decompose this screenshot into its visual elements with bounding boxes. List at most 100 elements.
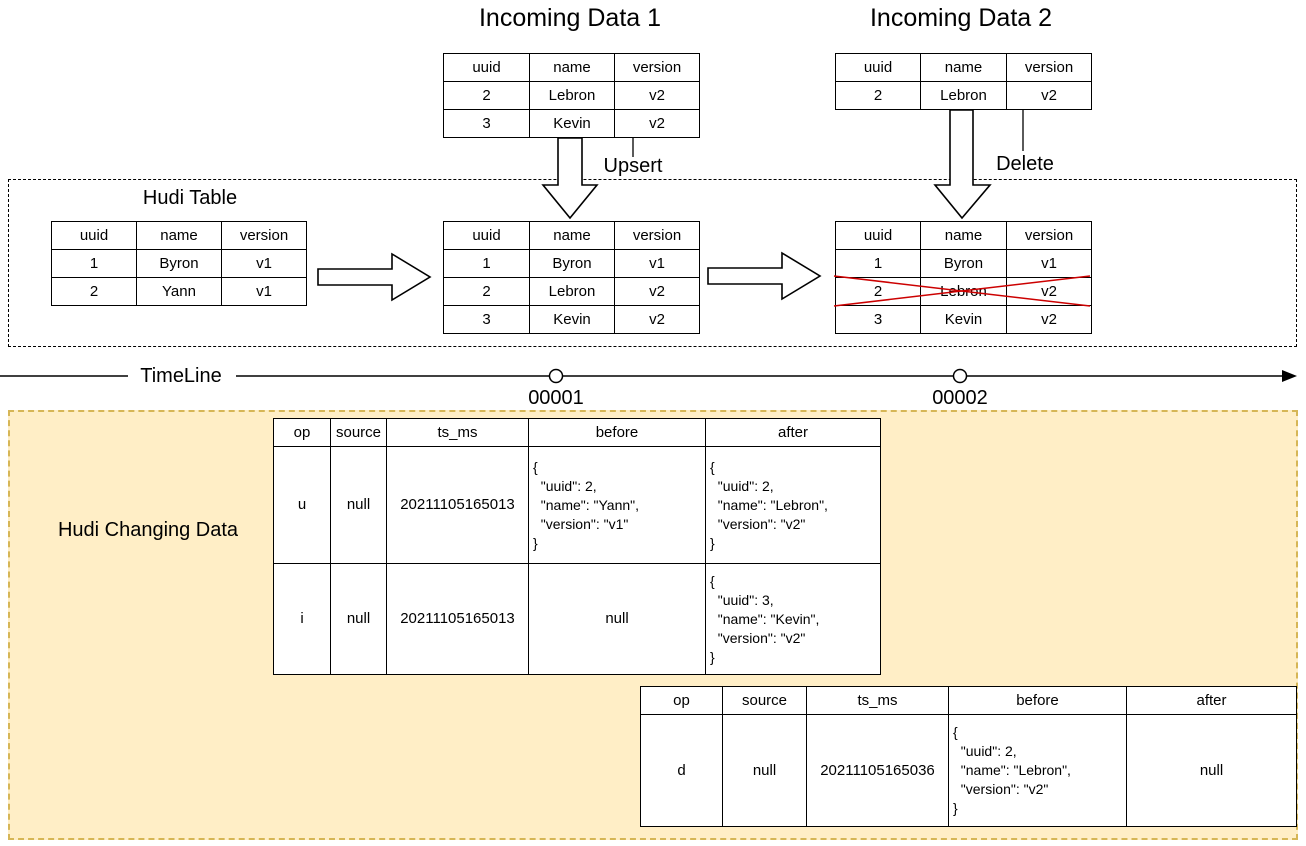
cell: Kevin bbox=[529, 305, 615, 334]
cell: 3 bbox=[443, 109, 530, 138]
cell: Kevin bbox=[920, 305, 1007, 334]
cell: { "uuid": 2, "name": "Yann", "version": … bbox=[528, 446, 706, 564]
header-cell: ts_ms bbox=[806, 686, 949, 715]
upsert-label: Upsert bbox=[603, 155, 663, 177]
cell: Byron bbox=[920, 249, 1007, 278]
cell: v2 bbox=[614, 277, 700, 306]
cell: Lebron bbox=[920, 277, 1007, 306]
header-cell: source bbox=[330, 418, 387, 447]
commit-marker-00001 bbox=[548, 368, 564, 384]
cell: Lebron bbox=[529, 277, 615, 306]
header-cell: op bbox=[640, 686, 723, 715]
delete-label: Delete bbox=[996, 153, 1054, 175]
cell: u bbox=[273, 446, 331, 564]
header-cell: after bbox=[1126, 686, 1297, 715]
commit-id-00001: 00001 bbox=[528, 387, 584, 409]
header-cell: version bbox=[614, 53, 700, 82]
cell: 2 bbox=[51, 277, 137, 306]
commit-id-00002: 00002 bbox=[932, 387, 988, 409]
cell: v2 bbox=[614, 109, 700, 138]
header-cell: version bbox=[221, 221, 307, 250]
cell: 20211105165013 bbox=[386, 446, 529, 564]
incoming-data-2-title: Incoming Data 2 bbox=[869, 4, 1053, 32]
cell: null bbox=[722, 714, 807, 827]
cell: v2 bbox=[1006, 305, 1092, 334]
hudi-table-dashed-box bbox=[8, 179, 1297, 347]
header-cell: source bbox=[722, 686, 807, 715]
cell: 2 bbox=[443, 277, 530, 306]
incoming-data-1-title: Incoming Data 1 bbox=[478, 4, 662, 32]
timeline-arrowhead-icon bbox=[1282, 370, 1297, 382]
cell: v2 bbox=[1006, 81, 1092, 110]
cell: null bbox=[528, 563, 706, 675]
cell: { "uuid": 2, "name": "Lebron", "version"… bbox=[705, 446, 881, 564]
cell: i bbox=[273, 563, 331, 675]
hudi-changing-data-title: Hudi Changing Data bbox=[57, 519, 239, 541]
header-cell: uuid bbox=[835, 221, 921, 250]
cell: 20211105165036 bbox=[806, 714, 949, 827]
cell: { "uuid": 3, "name": "Kevin", "version":… bbox=[705, 563, 881, 675]
cell: v2 bbox=[614, 305, 700, 334]
header-cell: name bbox=[920, 221, 1007, 250]
cell: 3 bbox=[835, 305, 921, 334]
cell: null bbox=[330, 446, 387, 564]
hudi-table-title: Hudi Table bbox=[142, 187, 238, 209]
header-cell: name bbox=[529, 53, 615, 82]
header-cell: version bbox=[1006, 221, 1092, 250]
cell: Byron bbox=[136, 249, 222, 278]
header-cell: name bbox=[920, 53, 1007, 82]
header-cell: version bbox=[1006, 53, 1092, 82]
cell: 2 bbox=[443, 81, 530, 110]
cell: null bbox=[330, 563, 387, 675]
header-cell: name bbox=[136, 221, 222, 250]
cell: v2 bbox=[1006, 277, 1092, 306]
cell: v1 bbox=[221, 249, 307, 278]
header-cell: before bbox=[528, 418, 706, 447]
cell: 3 bbox=[443, 305, 530, 334]
header-cell: uuid bbox=[443, 221, 530, 250]
cell: 2 bbox=[835, 277, 921, 306]
commit-marker-00002 bbox=[952, 368, 968, 384]
cell: Yann bbox=[136, 277, 222, 306]
cell: Kevin bbox=[529, 109, 615, 138]
header-cell: uuid bbox=[51, 221, 137, 250]
header-cell: uuid bbox=[835, 53, 921, 82]
header-cell: name bbox=[529, 221, 615, 250]
cell: v1 bbox=[614, 249, 700, 278]
timeline-label: TimeLine bbox=[140, 365, 222, 387]
header-cell: uuid bbox=[443, 53, 530, 82]
cell: { "uuid": 2, "name": "Lebron", "version"… bbox=[948, 714, 1127, 827]
cell: null bbox=[1126, 714, 1297, 827]
cell: 20211105165013 bbox=[386, 563, 529, 675]
cell: Lebron bbox=[529, 81, 615, 110]
cell: Lebron bbox=[920, 81, 1007, 110]
cell: v2 bbox=[614, 81, 700, 110]
